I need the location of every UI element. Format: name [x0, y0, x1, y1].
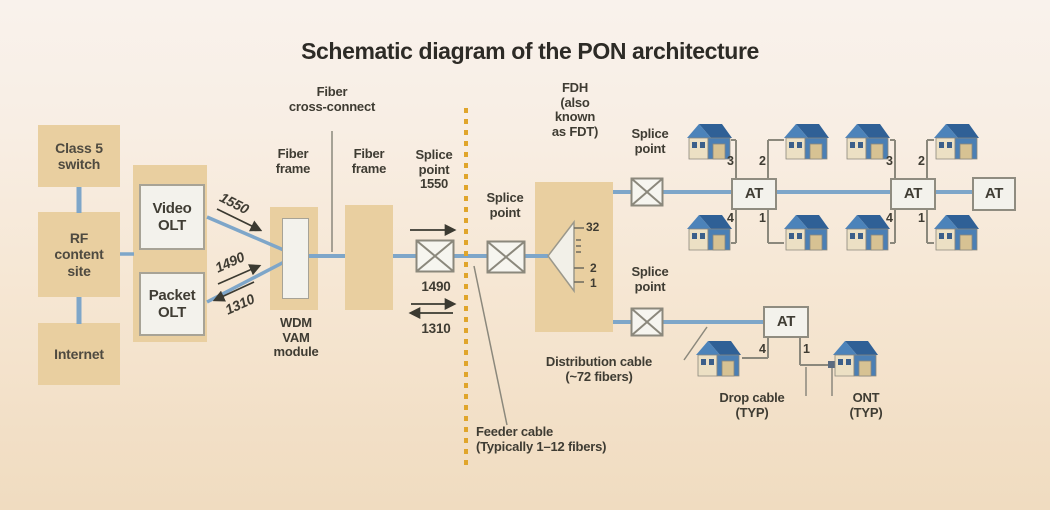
splitter-port-1: 1 — [590, 276, 597, 290]
house-icon — [686, 121, 733, 163]
packet-olt-box: Packet OLT — [139, 272, 205, 336]
house-icon — [783, 121, 830, 163]
splice-point-icon-bottom — [630, 307, 664, 337]
splice-point-top-label: Splice point — [631, 126, 669, 156]
drop-junction — [828, 361, 835, 368]
at1-port-2: 2 — [759, 154, 766, 168]
distribution-cable-label: Distribution cable (~72 fibers) — [545, 354, 653, 384]
wdm-vam-module-box — [282, 218, 309, 299]
access-terminal-1: AT — [731, 178, 777, 210]
house-icon — [933, 121, 980, 163]
splitter-port-2: 2 — [590, 261, 597, 275]
rf-content-site-box: RF content site — [38, 212, 120, 297]
video-olt-box: Video OLT — [139, 184, 205, 250]
central-office-boundary-line — [464, 108, 468, 466]
at1-port-4: 4 — [727, 211, 734, 225]
drop-connectors — [331, 131, 934, 426]
access-terminal-bottom: AT — [763, 306, 809, 338]
wdm-vam-module-label: WDM VAM module — [273, 315, 319, 360]
access-terminal-2: AT — [890, 178, 936, 210]
house-icon — [844, 121, 891, 163]
splitter-port-32: 32 — [586, 220, 600, 234]
wavelength-1310-up-label: 1310 — [421, 321, 451, 336]
feeder-cable-label: Feeder cable (Typically 1–12 fibers) — [476, 424, 607, 454]
at-bottom-port-1: 1 — [803, 342, 810, 356]
splice-point-icon-1550 — [415, 239, 455, 273]
at2-port-1: 1 — [918, 211, 925, 225]
fiber-frame-right-box — [345, 205, 393, 310]
at1-port-3: 3 — [727, 154, 734, 168]
splice-point-icon-top — [630, 177, 664, 207]
at2-port-3: 3 — [886, 154, 893, 168]
house-icon — [933, 212, 980, 254]
splice-point-1550-label: Splice point 1550 — [415, 147, 453, 192]
wavelength-1490-down-label: 1490 — [421, 279, 451, 294]
at2-port-4: 4 — [886, 211, 893, 225]
drop-cable-label: Drop cable (TYP) — [719, 390, 785, 420]
class5-switch-box: Class 5 switch — [38, 125, 120, 187]
access-terminal-3: AT — [972, 177, 1016, 211]
at1-port-1: 1 — [759, 211, 766, 225]
fiber-cross-connect-label: Fiber cross-connect — [288, 84, 376, 114]
splice-point-bottom-label: Splice point — [631, 264, 669, 294]
ont-house-icon — [832, 338, 879, 380]
splice-point-icon-feeder — [486, 240, 526, 274]
fdh-label: FDH (also known as FDT) — [551, 80, 599, 139]
splice-point-feeder-label: Splice point — [486, 190, 524, 220]
fiber-frame-right-label: Fiber frame — [351, 146, 387, 176]
diagram-title: Schematic diagram of the PON architectur… — [301, 38, 759, 64]
house-icon — [783, 212, 830, 254]
house-icon — [844, 212, 891, 254]
at2-port-2: 2 — [918, 154, 925, 168]
internet-box: Internet — [38, 323, 120, 385]
at-bottom-port-4: 4 — [759, 342, 766, 356]
house-icon — [695, 338, 742, 380]
ont-label: ONT (TYP) — [849, 390, 883, 420]
house-icon — [686, 212, 733, 254]
wavelength-arrows — [212, 208, 457, 319]
splitter-icon — [547, 219, 584, 294]
fiber-frame-left-label: Fiber frame — [275, 146, 311, 176]
